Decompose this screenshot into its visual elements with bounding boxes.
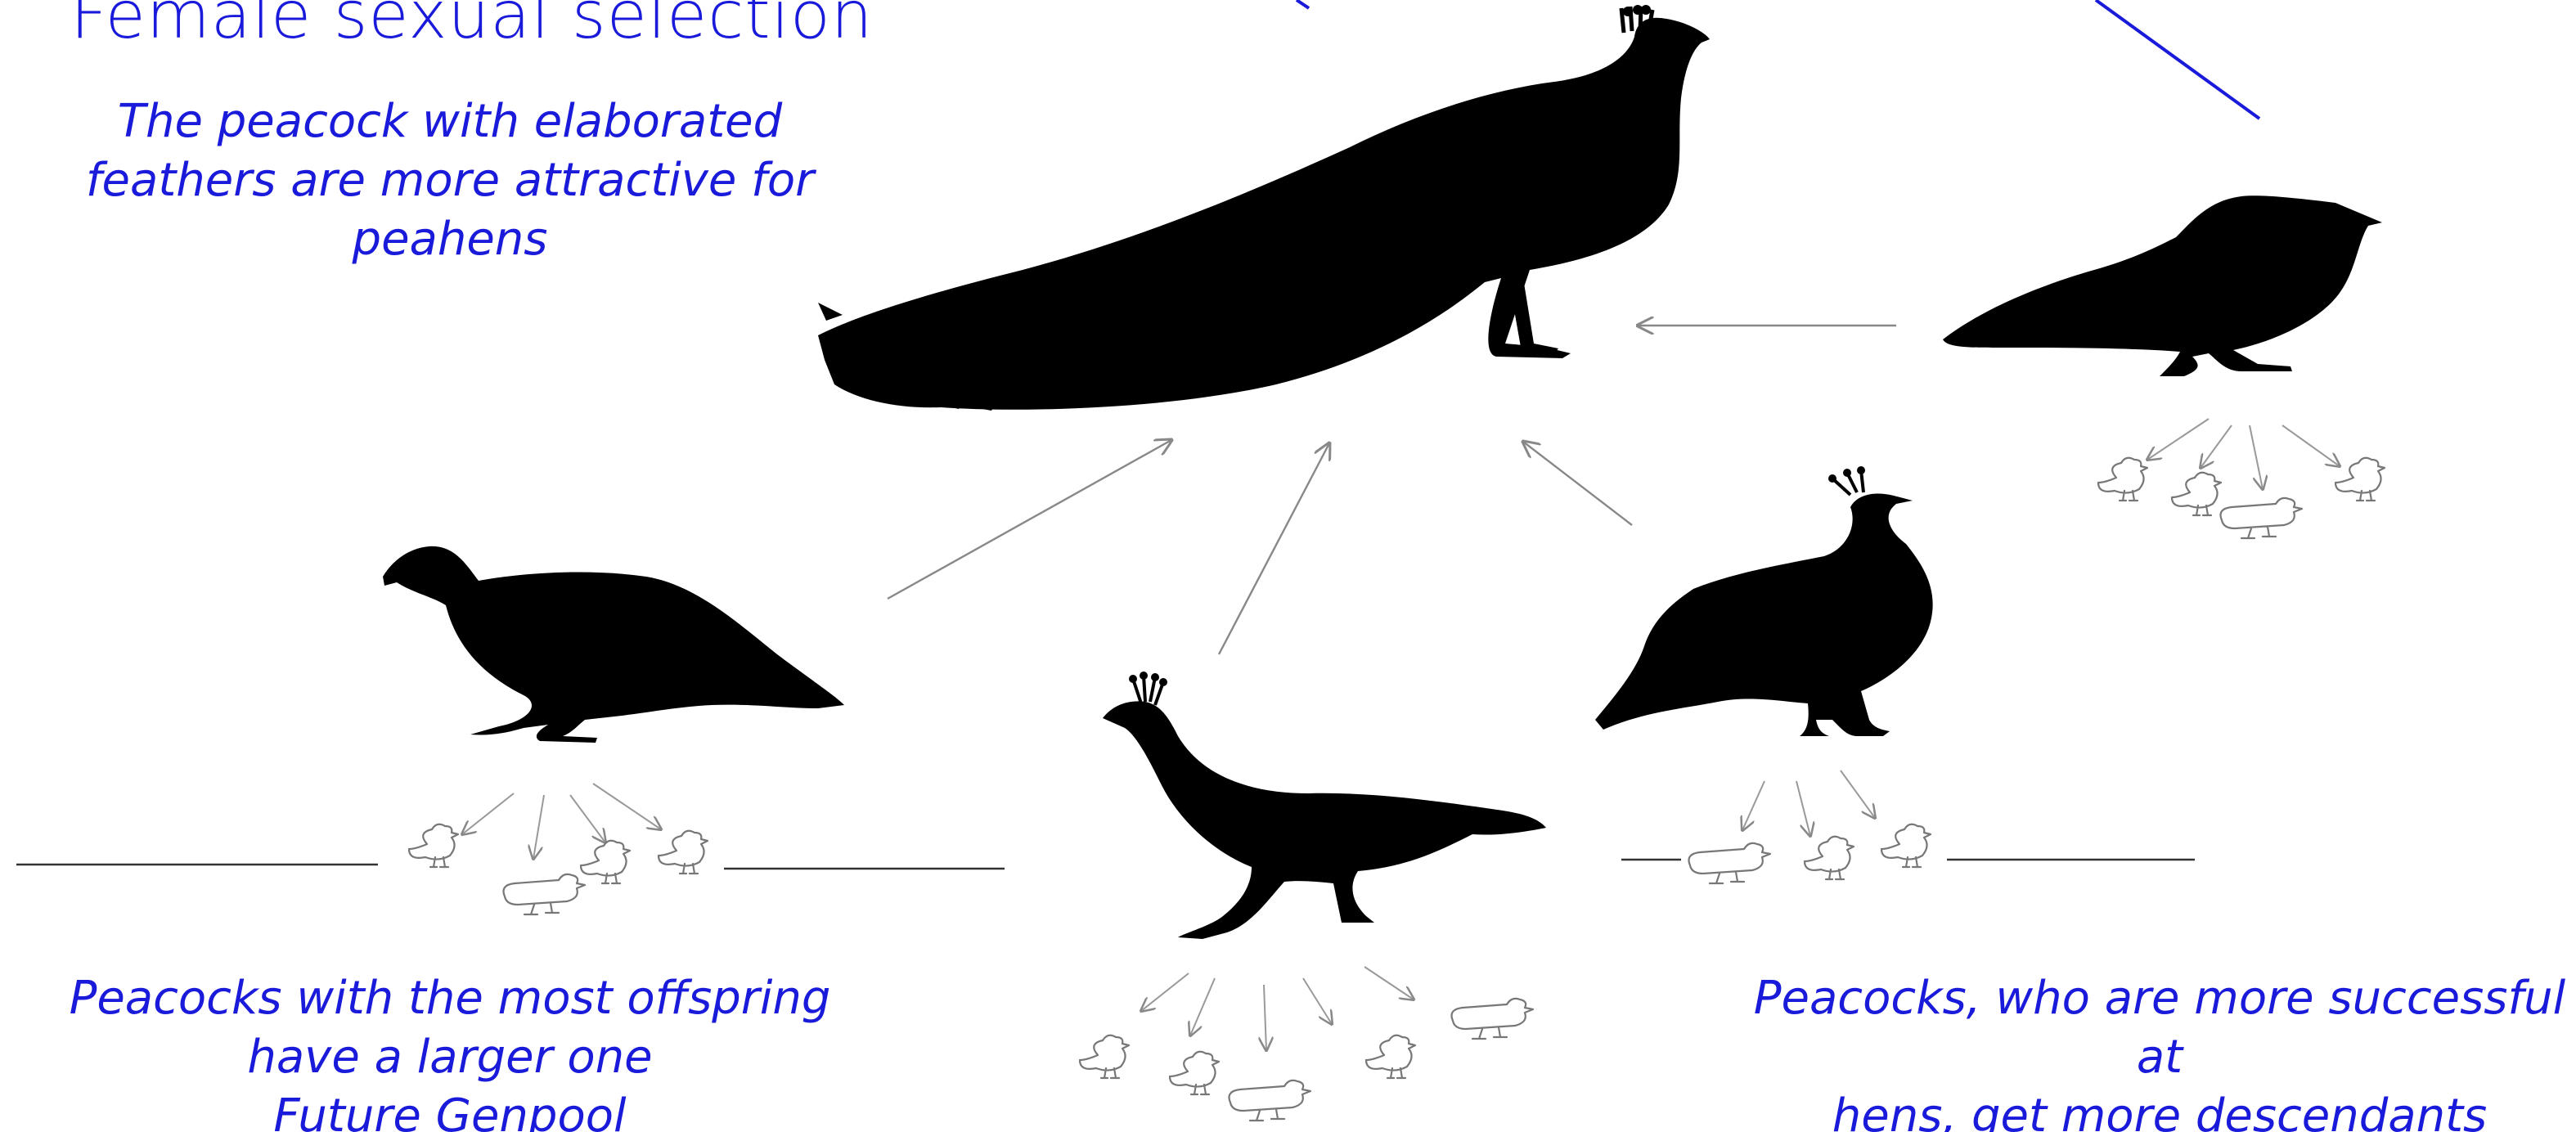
accent-line-top-right xyxy=(2096,0,2259,119)
chick-outline-icon xyxy=(1080,1035,1129,1078)
baseline-lines xyxy=(16,860,2195,869)
offspring-left xyxy=(409,824,708,914)
caption-line: feathers are more attractive for xyxy=(65,151,834,210)
peacock-bottom-center-icon xyxy=(1103,672,1546,939)
caption-line: The peacock with elaborated xyxy=(65,92,834,151)
caption-line: have a larger one xyxy=(33,1028,867,1087)
caption-offspring-genpool: Peacocks with the most offspring have a … xyxy=(33,969,867,1132)
caption-line: Future Genpool xyxy=(33,1087,867,1132)
chick-outline-icon xyxy=(1881,824,1931,867)
chick-outline-icon xyxy=(1366,1035,1415,1078)
arrow-peahen-crested-to-peacock xyxy=(1523,442,1632,525)
chick-outline-icon xyxy=(1230,1080,1311,1121)
peahen-left-icon xyxy=(383,546,844,743)
chick-outline-icon xyxy=(2172,473,2221,515)
chick-outline-icon xyxy=(2335,458,2385,501)
chick-outline-icon xyxy=(2221,498,2303,538)
offspring-bottom-center xyxy=(1080,999,1533,1121)
caption-line: Peacocks, who are more successful at xyxy=(1734,969,2576,1087)
accent-line-top-center xyxy=(1297,0,1309,8)
page-title: Female sexual selection xyxy=(70,0,873,53)
offspring-top-right xyxy=(2098,458,2385,538)
chick-outline-icon xyxy=(504,874,586,914)
chick-outline-icon xyxy=(1452,999,1534,1039)
chick-outline-icon xyxy=(1689,843,1771,883)
chick-outline-icon xyxy=(2098,458,2147,501)
arrow-peacock-center-to-peacock xyxy=(1219,443,1329,654)
chick-outline-icon xyxy=(1170,1052,1219,1094)
caption-line: Peacocks with the most offspring xyxy=(33,969,867,1028)
chick-outline-icon xyxy=(1805,837,1854,879)
arrow-peahen-left-to-peacock xyxy=(888,440,1171,599)
chick-outline-icon xyxy=(659,831,708,874)
caption-line: hens, get more descendants xyxy=(1734,1087,2576,1132)
crested-peahen-right-icon xyxy=(1595,466,1933,736)
chick-outline-icon xyxy=(581,841,630,883)
caption-more-descendants: Peacocks, who are more successful at hen… xyxy=(1734,969,2576,1132)
peahen-top-right-icon xyxy=(1943,195,2382,376)
chick-outline-icon xyxy=(409,824,458,867)
caption-elaborated-feathers: The peacock with elaborated feathers are… xyxy=(65,92,834,269)
caption-line: peahens xyxy=(65,210,834,269)
offspring-arrows xyxy=(462,419,2340,1050)
peacock-large-icon xyxy=(818,5,1710,411)
